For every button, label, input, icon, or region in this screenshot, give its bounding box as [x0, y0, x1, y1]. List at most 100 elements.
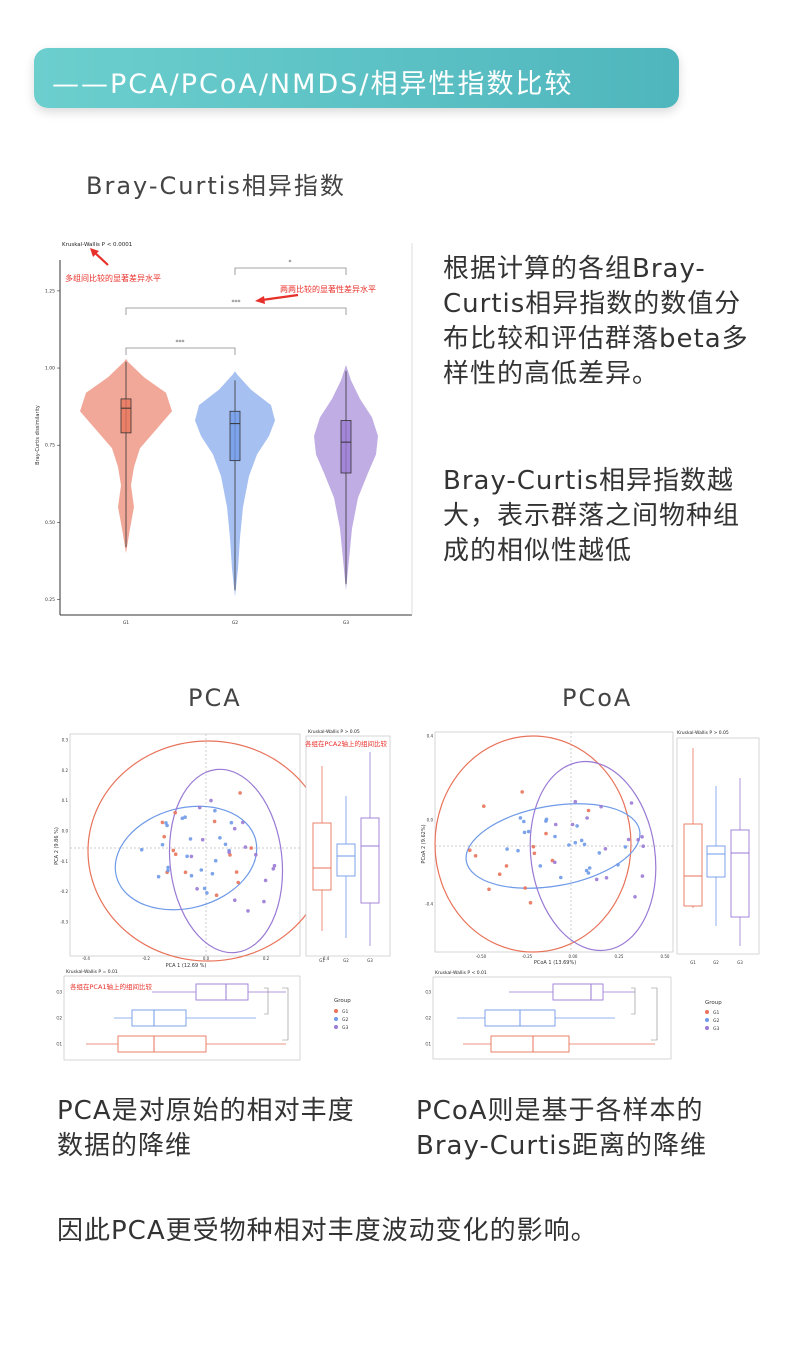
bottom-y-label: G2 [56, 1016, 62, 1021]
pca-legend-title: Group [334, 998, 351, 1004]
point-G2 [516, 848, 520, 853]
y-tick-label: 0.4 [427, 734, 434, 739]
point-G3 [195, 887, 199, 891]
point-G1 [236, 880, 240, 885]
legend-label-G2: G2 [342, 1017, 348, 1023]
point-G1 [249, 846, 253, 850]
pca-sig-bracket [264, 987, 269, 1015]
pca-sig-bracket [282, 987, 289, 1041]
point-G2 [582, 842, 587, 847]
pca-scatter-panel [69, 733, 301, 957]
point-G3 [641, 844, 645, 848]
bottom-box [552, 983, 604, 1001]
pcoa-scatter-panel [434, 731, 674, 953]
point-G3 [553, 822, 558, 827]
pcoa-ellipse-g3 [529, 760, 657, 952]
point-G2 [202, 886, 207, 891]
pcoa-x-axis-label: PCoA 1 (13.69%) [534, 960, 576, 966]
sig-label-g1-g3: *** [232, 299, 241, 306]
point-G2 [584, 868, 589, 873]
point-G3 [573, 799, 578, 804]
annotation-arrow-1 [93, 251, 109, 266]
pca-bottom-test: Kruskal-Wallis P = 0.01 [66, 969, 118, 975]
point-G2 [522, 819, 526, 824]
legend-label-G3: G3 [342, 1025, 348, 1031]
y-tick-label: -0.4 [425, 902, 433, 907]
pcoa-right-boxplot [683, 748, 750, 946]
pcoa-caption: PCoA则是基于各样本的Bray-Curtis距离的降维 [416, 1096, 708, 1161]
violin-y-tick-label: 1.25 [45, 288, 55, 294]
y-tick-label: 0.0 [62, 829, 69, 834]
pcoa-bottom-test: Kruskal-Wallis P < 0.01 [435, 970, 487, 976]
right-box [312, 822, 332, 891]
point-G1 [468, 848, 472, 852]
pcoa-ellipse-g1 [434, 735, 632, 953]
point-G1 [473, 854, 478, 858]
violin-y-tick-label: 0.25 [45, 597, 55, 603]
point-G1 [528, 900, 533, 905]
x-tick-label: 0.2 [263, 956, 270, 961]
right-box [683, 823, 703, 907]
violin-y-tick-label: 0.75 [45, 443, 55, 449]
point-G3 [640, 835, 644, 839]
annotation-multi-group: 多组间比较的显著差异水平 [65, 273, 161, 283]
point-G3 [254, 852, 258, 857]
x-tick-label: 0.00 [569, 954, 578, 959]
pca-points [139, 791, 277, 913]
pca-right-note: 各组在PCA2轴上的组间比较 [305, 739, 388, 748]
violin-y-axis-label: Bray-Curtis dissimilarity [35, 405, 41, 465]
pca-bottom-boxplot [86, 983, 289, 1053]
x-tick-label: -0.25 [522, 954, 533, 959]
point-G3 [599, 804, 603, 809]
point-G1 [504, 864, 509, 868]
point-G2 [559, 875, 563, 880]
point-G1 [212, 819, 217, 824]
point-G1 [228, 853, 232, 857]
pcoa-y-ticks: 0.40.0-0.4 [425, 734, 433, 907]
pcoa-legend-title: Group [705, 1000, 722, 1006]
point-G1 [173, 852, 178, 856]
x-tick-label: -0.4 [82, 956, 90, 961]
y-tick-label: -0.3 [60, 920, 68, 925]
point-G2 [185, 854, 189, 859]
bottom-y-label: G3 [56, 990, 62, 995]
violin-y-ticks: 0.250.500.751.001.25 [45, 288, 60, 603]
right-x-label: G3 [367, 958, 373, 963]
header-title: ——PCA/PCoA/NMDS/相异性指数比较 [52, 69, 574, 100]
annotation-pairwise: 两两比较的显著性差异水平 [280, 284, 376, 294]
point-G3 [197, 805, 202, 810]
annotation-arrow-2 [261, 293, 299, 302]
point-G2 [587, 866, 592, 870]
point-G2 [586, 871, 591, 875]
pca-x-axis-label: PCA 1 (12.69 %) [166, 963, 207, 969]
point-G3 [272, 863, 277, 868]
point-G3 [262, 899, 266, 904]
y-tick-label: 0.1 [62, 798, 69, 803]
pcoa-points [468, 790, 645, 905]
point-G2 [213, 858, 218, 863]
point-G3 [603, 847, 608, 851]
point-G2 [623, 845, 628, 849]
point-G3 [263, 878, 268, 883]
sig-bracket-g1-g2 [125, 347, 236, 355]
legend-dot-G2 [334, 1017, 338, 1021]
point-G1 [586, 808, 591, 813]
point-G3 [232, 826, 237, 831]
point-G2 [188, 837, 193, 841]
pca-right-boxplot [312, 752, 380, 946]
violin-test-label: Kruskal-Wallis P < 0.0001 [62, 242, 132, 248]
point-G2 [166, 868, 170, 873]
box-G1 [120, 398, 132, 434]
bottom-y-label: G1 [56, 1042, 62, 1047]
box-G3 [340, 420, 352, 474]
point-G1 [162, 834, 166, 839]
point-G3 [626, 837, 631, 842]
point-G2 [210, 871, 215, 876]
violins [80, 358, 378, 597]
pca-y-axis-label: PCA 2 (9.86 %) [54, 827, 60, 865]
point-G1 [520, 790, 524, 794]
